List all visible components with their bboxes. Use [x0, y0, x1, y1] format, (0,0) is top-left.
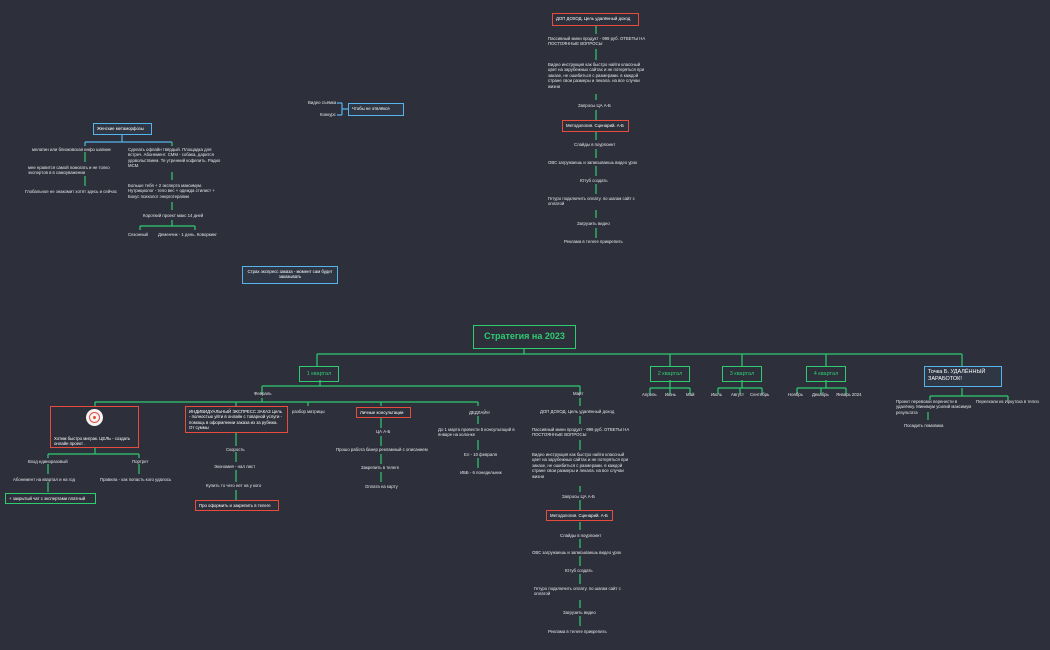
- target-icon: [86, 409, 103, 426]
- month-february[interactable]: Февраль: [254, 391, 272, 396]
- deadline-item[interactable]: ИББ - 6 понедельник: [460, 470, 502, 475]
- march-step[interactable]: Реклама в телеге прикрепить: [548, 629, 607, 634]
- march-step[interactable]: Загрузить видео: [563, 610, 596, 615]
- top-method-node[interactable]: Методология. Сценарий. А-Б: [562, 120, 629, 132]
- quarter-1-node[interactable]: 1 квартал: [299, 366, 339, 382]
- march-method-node[interactable]: Методология. Сценарий. А-Б: [546, 510, 613, 521]
- top-item[interactable]: Запросы ЦА А-Б: [578, 103, 611, 108]
- consult-item[interactable]: ЦА А-Б: [376, 429, 391, 434]
- month-november[interactable]: Ноябрь: [788, 392, 803, 397]
- women-right-item[interactable]: Сделать офлайн твёрдый. Площадка для вст…: [128, 147, 221, 169]
- express-order-node[interactable]: ИНДИВИДУАЛЬНЫЙ ЭКСПРЕСС ЗАКАЗ Цель - пол…: [185, 406, 288, 433]
- month-may[interactable]: Май: [686, 392, 695, 397]
- consultations-node[interactable]: Личные консультации: [356, 407, 411, 418]
- top-step[interactable]: Ютуб создать: [580, 178, 608, 183]
- consult-item[interactable]: Закрепить в телеге: [361, 465, 400, 470]
- consult-item[interactable]: Оплата на карту: [365, 484, 398, 489]
- distraction-node[interactable]: Чтобы не отвлёкся: [348, 103, 404, 116]
- month-december[interactable]: Декабрь: [812, 392, 829, 397]
- point-b-item[interactable]: Проект перевозки перенести в удалёнку. М…: [896, 399, 972, 415]
- quarter-4-node[interactable]: 4 квартал: [806, 366, 846, 382]
- march-step[interactable]: Гетуро подключить оплату. по шагам сайт …: [534, 586, 621, 597]
- express-item[interactable]: Купить то чего нет на у кого: [206, 483, 262, 488]
- quarter-2-node[interactable]: 2 квартал: [650, 366, 690, 382]
- express-final-node[interactable]: Про оформить и закрепить в телеге: [195, 500, 279, 511]
- matrix-review[interactable]: разбор матрицы: [292, 409, 325, 414]
- month-january-2024[interactable]: Январь 2024: [836, 392, 862, 397]
- march-step[interactable]: ОВС загружаешь и записываешь видео урок: [532, 550, 622, 555]
- goal-child[interactable]: Абонемент на квартал и на год: [13, 477, 75, 482]
- goal-child[interactable]: Портрет: [132, 459, 149, 464]
- march-item[interactable]: Пассивный мини продукт - 999 руб. ОТВЕТЫ…: [532, 427, 630, 438]
- floating-node[interactable]: Страх экспресс заказа - момент сам будет…: [242, 266, 338, 284]
- month-march[interactable]: Март: [573, 391, 584, 396]
- month-august[interactable]: Август: [731, 392, 744, 397]
- goal-child[interactable]: Правила - как попасть кого удалось: [100, 477, 172, 482]
- month-june[interactable]: Июнь: [665, 392, 676, 397]
- top-item[interactable]: Видео инструкция как быстро найти классн…: [548, 62, 645, 89]
- deadline-title[interactable]: ДЕДЛАЙН: [469, 410, 490, 415]
- point-b-item[interactable]: Переехали из Иркутска в тепло: [976, 399, 1039, 404]
- month-september[interactable]: Сентябрь: [750, 392, 770, 397]
- root-node[interactable]: Стратегия на 2023: [473, 325, 576, 349]
- march-step[interactable]: Ютуб создать: [565, 568, 593, 573]
- top-step[interactable]: Загрузить видео: [577, 221, 610, 226]
- march-item[interactable]: Видео инструкция как быстро найти классн…: [532, 452, 629, 479]
- march-item[interactable]: Запросы ЦА А-Б: [562, 494, 595, 499]
- closed-chat-node[interactable]: + закрытый чат с экспертами платный: [5, 493, 96, 504]
- top-step[interactable]: Гетуро подключить оплату. по шагам сайт …: [548, 196, 635, 207]
- top-step[interactable]: Слайды в поурпоинт: [574, 142, 616, 147]
- women-metamorphoses-node[interactable]: Женские метаморфозы: [93, 123, 152, 135]
- distraction-child[interactable]: Видео съёмка: [308, 100, 337, 105]
- women-left-item[interactable]: мелатин или близковская инфо шапкие: [32, 147, 111, 152]
- women-left-item[interactable]: Глобальное не знакомит хотят здесь и сей…: [25, 189, 117, 194]
- month-april[interactable]: Апрель: [642, 392, 657, 397]
- top-title-node[interactable]: ДОП ДОХОД. Цель удалённый доход: [552, 13, 639, 26]
- consult-item[interactable]: Прошо работа банер рекламный с описанием: [336, 447, 428, 452]
- express-item[interactable]: Скорость: [226, 447, 245, 452]
- goal-child[interactable]: Вход единоразовый: [28, 459, 68, 464]
- point-b-node[interactable]: Точка Б. УДАЛЁННЫЙ ЗАРАБОТОК!: [924, 366, 1002, 387]
- women-leaf[interactable]: Деменчик - 1 день. Коворкинг: [158, 232, 217, 237]
- express-item[interactable]: Экономия - нал лист: [214, 464, 256, 469]
- top-step[interactable]: ОВС загружаешь и записываешь видео урок: [548, 160, 638, 165]
- deadline-item[interactable]: Ел - 10 февраля: [464, 452, 497, 457]
- quarter-3-node[interactable]: 3 квартал: [722, 366, 762, 382]
- women-right-item[interactable]: Больше тебя + 2 эксперта максимум. Нутри…: [128, 183, 215, 199]
- deadline-item[interactable]: До 1 марта провести 5 консультаций в янв…: [438, 427, 515, 438]
- top-step[interactable]: Реклама в телеге прикрепить: [564, 239, 623, 244]
- top-item[interactable]: Пассивный мини продукт - 999 руб. ОТВЕТЫ…: [548, 36, 646, 47]
- goal-node[interactable]: Хотим быстро миграк. ЦЕЛЬ - создать онла…: [50, 406, 139, 448]
- march-title[interactable]: ДОП ДОХОД. Цель удалённый доход: [540, 409, 615, 414]
- march-step[interactable]: Слайды в поурпоинт: [560, 533, 602, 538]
- point-b-item[interactable]: Посадить помовика: [904, 423, 944, 428]
- distraction-child[interactable]: Конкурс: [320, 112, 336, 117]
- month-july[interactable]: Июль: [711, 392, 722, 397]
- women-left-item[interactable]: мне нравится самой помогать и не толко э…: [28, 165, 110, 176]
- women-leaf[interactable]: Сезонный: [128, 232, 148, 237]
- women-right-item[interactable]: Короткий проект макс 14 дней: [143, 213, 204, 218]
